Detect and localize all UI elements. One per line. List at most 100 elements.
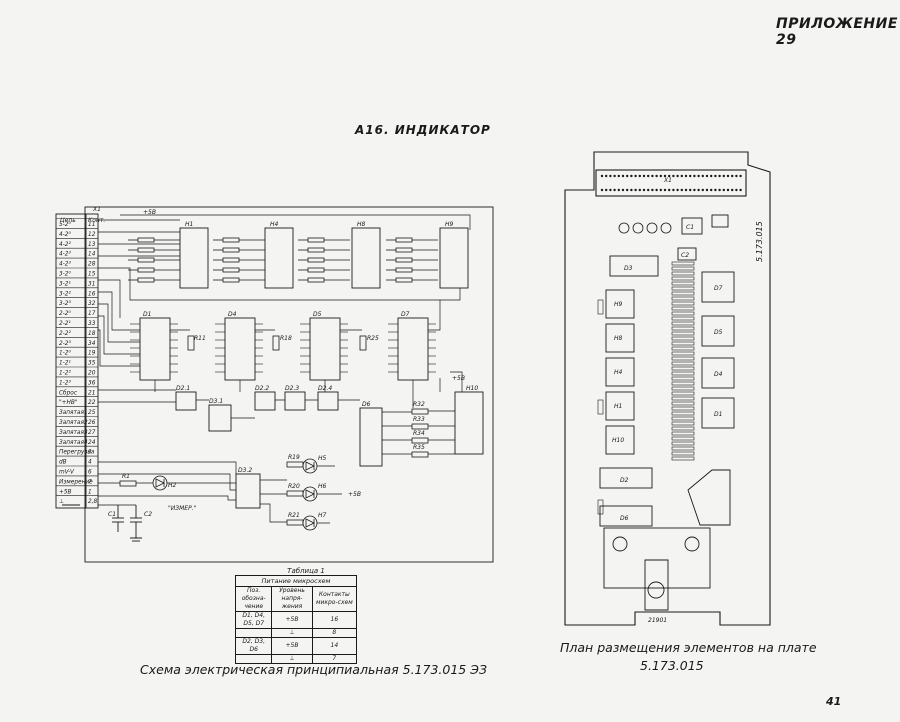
connector-signal: 3-2¹ bbox=[59, 280, 71, 287]
table-subtitle: Питание микросхем bbox=[235, 575, 357, 586]
connector-signal: 1-2² bbox=[59, 370, 71, 377]
board-label-d6: D6 bbox=[620, 515, 629, 522]
gate-d2-3 bbox=[284, 391, 306, 411]
label-h4: H4 bbox=[270, 221, 279, 228]
indicator-h8 bbox=[351, 227, 381, 289]
connector-pin: 20 bbox=[88, 371, 96, 377]
board-stamp: 21901 bbox=[648, 617, 667, 624]
label-r35: R35 bbox=[413, 444, 425, 451]
label-d2-4: D2.4 bbox=[318, 385, 332, 392]
connector-pin: 24 bbox=[88, 440, 96, 446]
connector-pin: 19 bbox=[88, 351, 96, 357]
display-h8 bbox=[605, 323, 635, 353]
schematic-frame bbox=[84, 206, 494, 563]
measure-label: "ИЗМЕР." bbox=[168, 505, 197, 512]
label-r34: R34 bbox=[413, 430, 425, 437]
indicator-h10 bbox=[454, 391, 484, 455]
connector-signal: +5В bbox=[59, 489, 72, 495]
chip-d2 bbox=[599, 467, 653, 489]
label-h5: H5 bbox=[318, 455, 327, 462]
connector-pin: 31 bbox=[88, 281, 95, 287]
label-d7: D7 bbox=[401, 311, 410, 318]
label-d3-1: D3.1 bbox=[209, 398, 223, 405]
connector-signal: Перегрузка bbox=[59, 450, 95, 456]
label-c1: C1 bbox=[108, 511, 116, 518]
display-h10 bbox=[605, 425, 635, 455]
label-h10: H10 bbox=[466, 385, 478, 392]
connector-pin: 15 bbox=[88, 272, 96, 278]
pin-ticks bbox=[130, 323, 436, 373]
label-d6: D6 bbox=[362, 401, 371, 408]
chip-d6 bbox=[599, 505, 653, 527]
supply-label-3: +5В bbox=[348, 491, 361, 498]
label-r18: R18 bbox=[280, 335, 292, 342]
label-d5: D5 bbox=[313, 311, 322, 318]
connector-pin: 35 bbox=[88, 361, 96, 367]
table-cell: 7 bbox=[311, 654, 358, 664]
connector-signal: 4-2³ bbox=[59, 261, 71, 268]
table-title: Таблица 1 bbox=[287, 567, 325, 575]
connector-signal: 4-2³ bbox=[59, 251, 71, 258]
schematic-caption: Схема электрическая принципиальная 5.173… bbox=[140, 662, 487, 677]
label-r32: R32 bbox=[413, 401, 425, 408]
connector-signal: 1-2³ bbox=[59, 379, 71, 386]
resistor-column bbox=[597, 261, 695, 515]
label-h1: H1 bbox=[185, 221, 193, 228]
display-h9 bbox=[605, 289, 635, 319]
indicators bbox=[179, 227, 484, 455]
label-h7: H7 bbox=[318, 512, 327, 519]
connector-pin: 7 bbox=[88, 479, 92, 485]
connector-pin: 14 bbox=[88, 252, 96, 258]
schematic-labels: X1 Цепь Конт. +5В +5В +5В "ИЗМЕР." H1 H4… bbox=[60, 206, 478, 519]
connector-signal: 3-2⁰ bbox=[59, 271, 71, 278]
label-d1: D1 bbox=[143, 311, 151, 318]
connector-signal: dB bbox=[59, 460, 67, 466]
connector-signal: 2-2² bbox=[59, 330, 71, 337]
gate-d3-2 bbox=[235, 473, 261, 509]
connector-signal: mV-V bbox=[59, 470, 75, 476]
board-label-d3: D3 bbox=[624, 265, 633, 272]
label-r25: R25 bbox=[367, 335, 379, 342]
board-label-c1: C1 bbox=[686, 224, 694, 231]
connector-pin: 34 bbox=[88, 341, 96, 347]
label-h6: H6 bbox=[318, 483, 327, 490]
label-h8: H8 bbox=[357, 221, 366, 228]
connector-signal: Запятая1 bbox=[59, 410, 88, 416]
layout-caption: План размещения элементов на плате bbox=[560, 640, 817, 655]
board-code-label: 5.173.015 bbox=[755, 221, 764, 262]
cap-c2 bbox=[677, 247, 697, 261]
appendix-label: ПРИЛОЖЕНИЕ 29 bbox=[776, 16, 898, 48]
supply-label-2: +5В bbox=[452, 375, 465, 382]
connector-signal: 4-2² bbox=[59, 241, 71, 248]
chip-d7 bbox=[701, 271, 735, 303]
indicator-h1 bbox=[179, 227, 209, 289]
connector-signal: ⊥ bbox=[59, 498, 64, 505]
wiring bbox=[98, 214, 471, 524]
pull-resistors bbox=[187, 335, 367, 351]
connector-pin: 27 bbox=[88, 430, 96, 436]
top-leds bbox=[618, 222, 672, 234]
connector-signal: 1-2⁰ bbox=[59, 350, 71, 357]
board-label-d7: D7 bbox=[714, 285, 723, 292]
board-components bbox=[599, 214, 735, 611]
edge-connector-pins bbox=[600, 174, 742, 192]
chip-d3 bbox=[609, 255, 659, 277]
connector-pin: 25 bbox=[88, 410, 96, 416]
connector-signal: Запятая4 bbox=[59, 440, 88, 446]
connector-pin: 1 bbox=[88, 489, 92, 495]
connector-pin: 33 bbox=[88, 321, 96, 327]
page-title: А16. ИНДИКАТОР bbox=[355, 123, 491, 137]
connector-header-pin: Конт. bbox=[88, 217, 105, 224]
connector-header-signal: Цепь bbox=[60, 217, 76, 224]
gate-d2-1 bbox=[175, 391, 197, 411]
connector-signal: 2-2⁰ bbox=[59, 310, 71, 317]
connector-pin: 13 bbox=[88, 242, 96, 248]
connector-signal: Сброс bbox=[59, 390, 78, 396]
layout-caption-code: 5.173.015 bbox=[640, 658, 704, 673]
board-outline bbox=[564, 151, 771, 626]
connector-pin: 16 bbox=[88, 291, 96, 297]
connector-pin: 17 bbox=[88, 311, 96, 317]
